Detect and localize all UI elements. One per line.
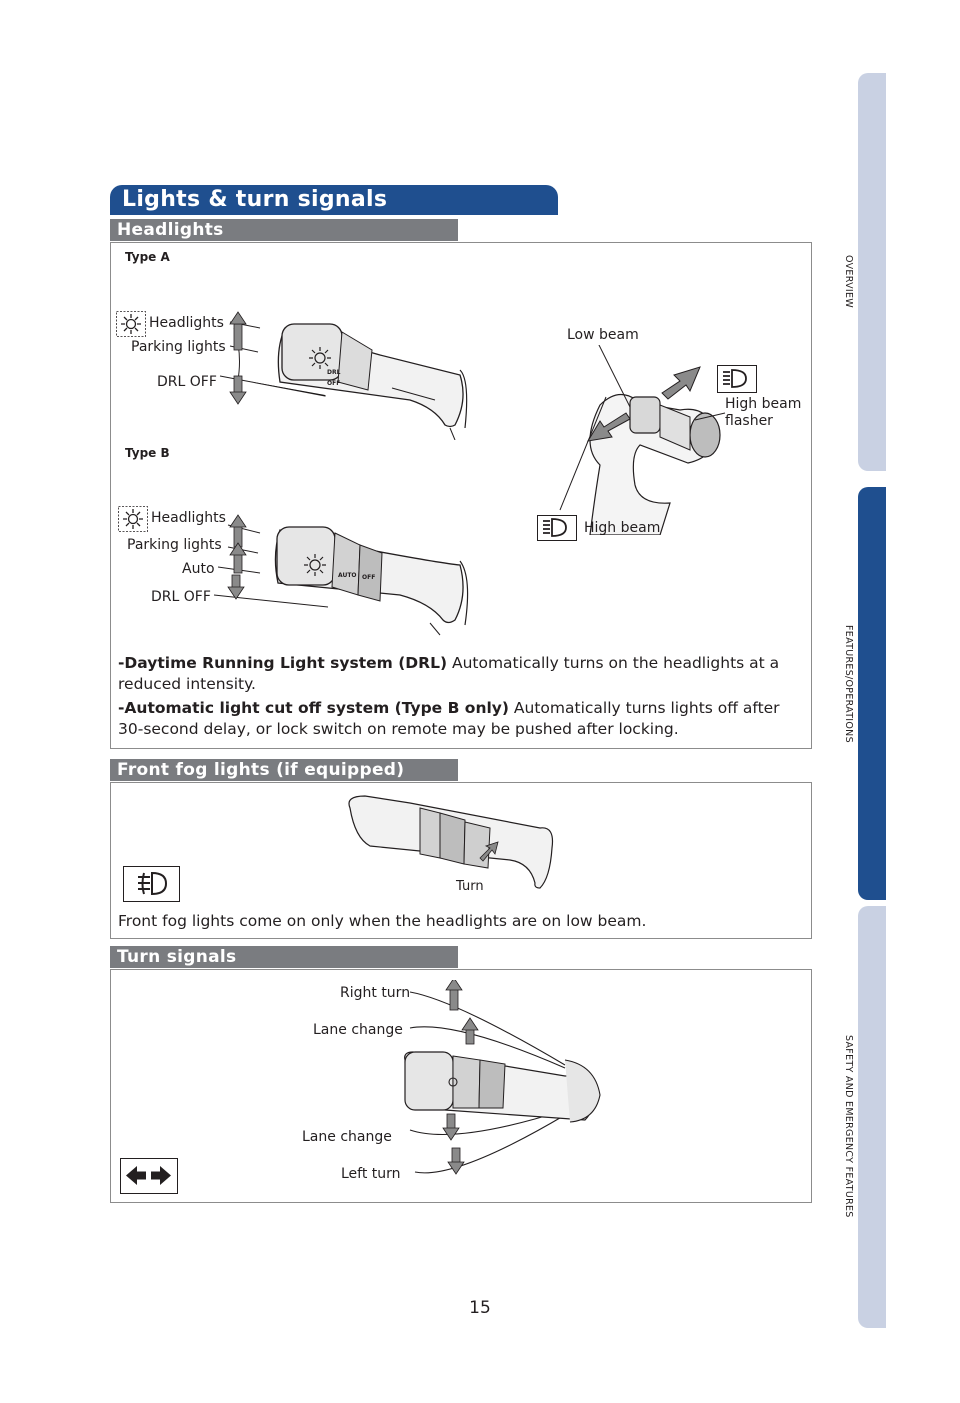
type-b-off-mark: OFF bbox=[362, 574, 375, 581]
high-beam-icon bbox=[537, 515, 577, 541]
drl-note: -Daytime Running Light system (DRL) Auto… bbox=[118, 653, 808, 695]
drl-note-text: Automatically turns on the headlights at… bbox=[118, 654, 780, 693]
type-a-parking-label: Parking lights bbox=[131, 339, 226, 355]
type-b-headlights-icon bbox=[118, 506, 148, 532]
type-a-off-mark: OFF bbox=[327, 380, 340, 387]
side-tab-safety-label: SAFETY AND EMERGENCY FEATURES bbox=[843, 1035, 854, 1218]
type-b-parking-label: Parking lights bbox=[127, 537, 222, 553]
side-tab-features-label: FEATURES/OPERATIONS bbox=[843, 625, 854, 743]
fog-lever-illustration bbox=[348, 795, 554, 889]
auto-cutoff-note-title: -Automatic light cut off system (Type B … bbox=[118, 699, 509, 717]
type-a-title: Type A bbox=[125, 250, 170, 264]
left-turn-label: Left turn bbox=[341, 1166, 401, 1182]
auto-cutoff-note-text: Automatically turns lights off after 30-… bbox=[118, 699, 780, 738]
side-tab-overview[interactable] bbox=[858, 73, 886, 471]
side-tab-safety[interactable] bbox=[858, 906, 886, 1328]
fog-heading: Front fog lights (if equipped) bbox=[110, 759, 458, 781]
type-b-lever-illustration: AUTO OFF bbox=[213, 514, 469, 636]
type-b-auto-label: Auto bbox=[182, 561, 215, 577]
side-tab-overview-label: OVERVIEW bbox=[843, 255, 854, 308]
type-a-headlights-icon bbox=[116, 311, 146, 337]
page-title: Lights & turn signals bbox=[110, 185, 558, 215]
turn-signal-arrows-icon bbox=[120, 1158, 178, 1194]
type-b-headlights-label: Headlights bbox=[151, 510, 226, 526]
auto-cutoff-note: -Automatic light cut off system (Type B … bbox=[118, 698, 808, 740]
page-number: 15 bbox=[469, 1298, 491, 1318]
high-beam-flasher-label: High beam flasher bbox=[725, 396, 802, 429]
type-a-lever-illustration: DRL OFF bbox=[219, 311, 468, 440]
high-beam-flasher-icon bbox=[717, 365, 757, 393]
headlights-heading: Headlights bbox=[110, 219, 458, 241]
drl-note-title: -Daytime Running Light system (DRL) bbox=[118, 654, 448, 672]
type-a-drl-off-label: DRL OFF bbox=[157, 374, 217, 390]
front-fog-light-icon bbox=[123, 866, 180, 902]
type-b-auto-mark: AUTO bbox=[338, 572, 357, 579]
high-beam-label: High beam bbox=[584, 520, 661, 536]
type-b-drl-off-label: DRL OFF bbox=[151, 589, 211, 605]
beam-hand-illustration bbox=[559, 345, 726, 535]
fog-turn-label: Turn bbox=[456, 879, 484, 894]
type-b-title: Type B bbox=[125, 446, 170, 460]
fog-note: Front fog lights come on only when the h… bbox=[118, 912, 647, 930]
right-turn-label: Right turn bbox=[340, 985, 411, 1001]
turn-signals-heading: Turn signals bbox=[110, 946, 458, 968]
lane-change-down-label: Lane change bbox=[302, 1129, 392, 1145]
headlights-section bbox=[110, 242, 812, 749]
lane-change-up-label: Lane change bbox=[313, 1022, 403, 1038]
turn-signal-lever-illustration bbox=[404, 980, 601, 1175]
type-a-headlights-label: Headlights bbox=[149, 315, 224, 331]
side-tab-features[interactable] bbox=[858, 487, 886, 900]
type-a-drl-mark: DRL bbox=[327, 369, 341, 376]
low-beam-label: Low beam bbox=[567, 327, 639, 343]
